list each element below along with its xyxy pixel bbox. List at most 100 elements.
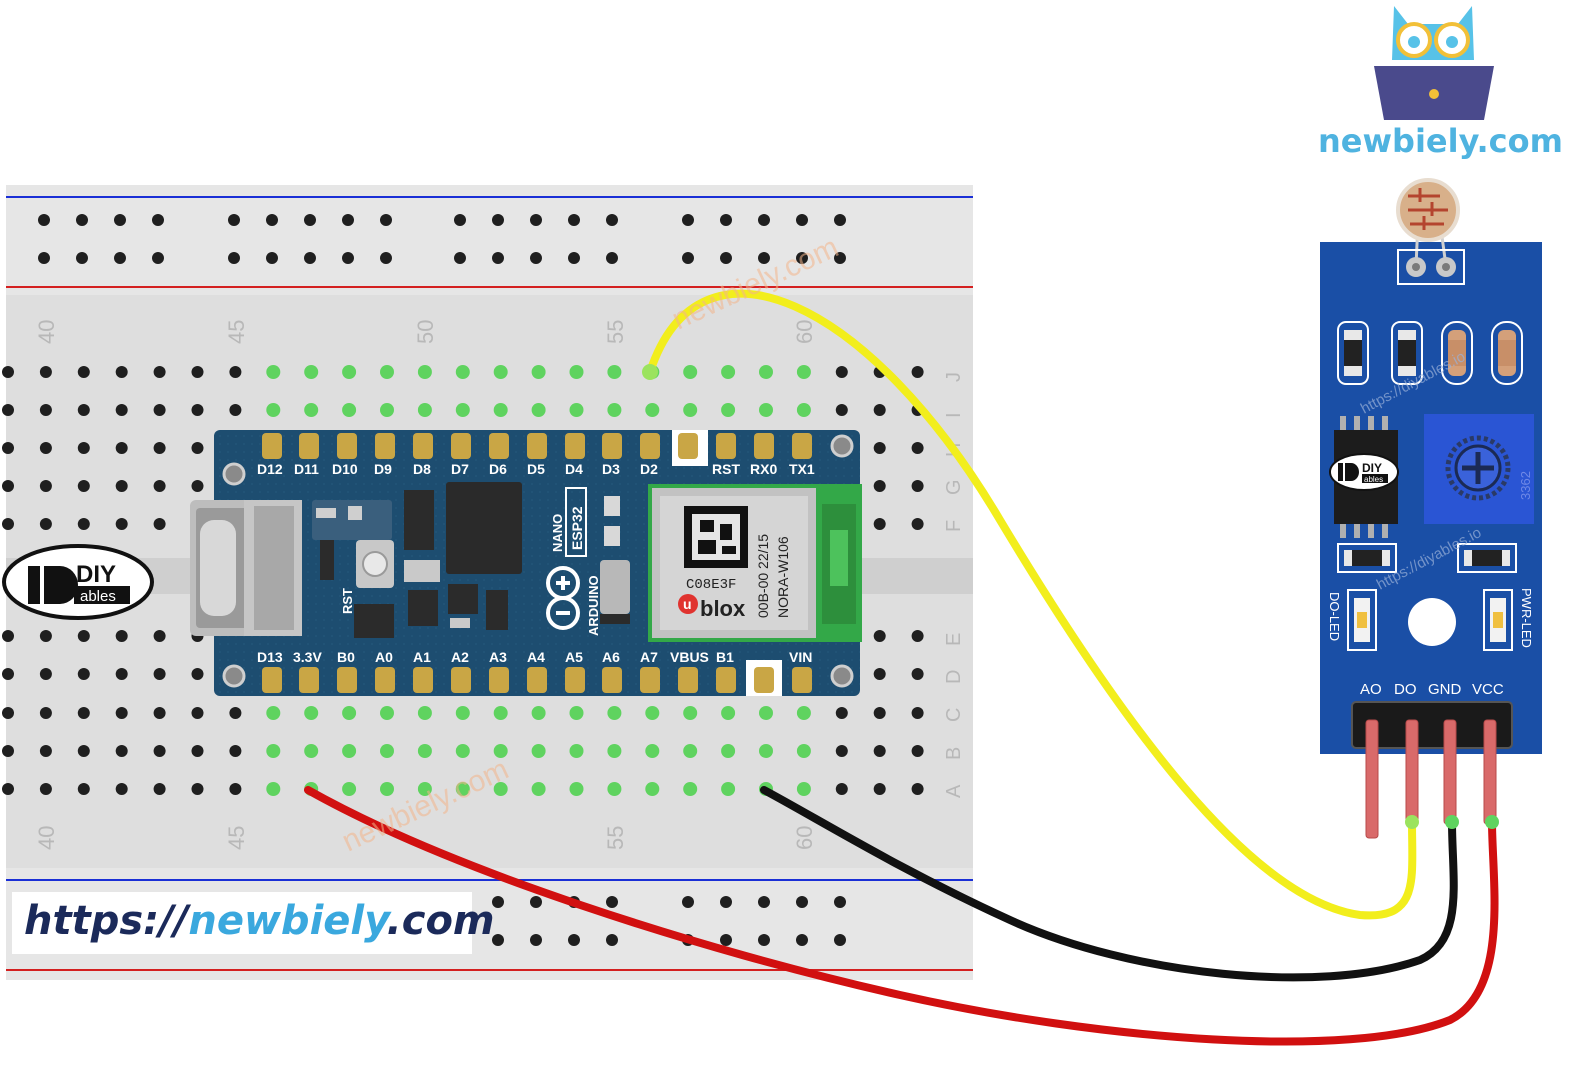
module-code-label: C08E3F	[686, 577, 736, 593]
breadboard-hole	[911, 707, 924, 719]
breadboard-hole	[645, 403, 660, 417]
breadboard-hole	[492, 934, 504, 946]
breadboard-hole	[721, 365, 736, 379]
row-letter-c: C	[943, 708, 965, 722]
arduino-bottom-pins	[262, 667, 812, 693]
breadboard-hole	[796, 214, 808, 226]
nora-w106-module: C08E3F u blox 00B-00 22/15 NORA-W106	[648, 484, 862, 642]
website-url[interactable]: https://newbiely.com	[24, 898, 495, 944]
module-brand-u: u	[683, 596, 692, 612]
arduino-brand-label: ARDUINO	[586, 575, 601, 636]
breadboard-hole	[191, 745, 204, 757]
breadboard-hole	[607, 744, 622, 758]
arduino-top-pins	[262, 433, 812, 459]
pin-label-a4: A4	[527, 649, 545, 665]
website-url-box	[12, 892, 472, 954]
model-nano-label: NANO	[550, 514, 565, 552]
breadboard-hole	[873, 404, 886, 416]
breadboard-hole	[417, 403, 432, 417]
breadboard-hole	[720, 252, 732, 264]
sensor-pin-labels: AO DO GND VCC	[1360, 681, 1504, 698]
breadboard-hole	[530, 252, 542, 264]
pin-label-b0: B0	[337, 649, 355, 665]
pin-label-d5: D5	[527, 461, 545, 477]
pin-label-b1: B1	[716, 649, 734, 665]
breadboard-hole	[39, 668, 52, 680]
breadboard-hole	[76, 214, 88, 226]
row-letter-f: F	[943, 520, 965, 532]
breadboard-hole	[115, 668, 128, 680]
row-letter-i: I	[943, 412, 965, 418]
breadboard-hole	[568, 214, 580, 226]
breadboard-hole	[304, 706, 319, 720]
usb-c-connector	[190, 500, 302, 636]
breadboard-hole	[834, 252, 846, 264]
mounting-hole	[1408, 598, 1456, 646]
pin-label-3v3: 3.3V	[293, 649, 322, 665]
breadboard-hole	[342, 706, 357, 720]
column-number-60: 60	[792, 320, 817, 344]
column-number-55: 55	[603, 320, 628, 344]
breadboard-hole	[153, 404, 166, 416]
pin-label-vin: VIN	[789, 649, 812, 665]
breadboard-hole	[229, 783, 242, 795]
column-number-45: 45	[224, 320, 249, 344]
breadboard-hole	[873, 707, 886, 719]
breadboard-hole	[77, 404, 90, 416]
column-numbers-bottom: 40 45 55 60	[34, 826, 817, 850]
breadboard-hole	[304, 365, 319, 379]
column-number-40: 40	[34, 320, 59, 344]
pin-label-d6: D6	[489, 461, 507, 477]
breadboard-hole	[835, 745, 848, 757]
module-name-label: NORA-W106	[775, 536, 791, 618]
breadboard-hole	[417, 365, 432, 379]
breadboard-hole	[493, 403, 508, 417]
breadboard-hole	[2, 442, 14, 454]
breadboard-hole	[76, 252, 88, 264]
row-letter-a: A	[943, 784, 965, 798]
breadboard-hole	[304, 214, 316, 226]
breadboard-hole	[266, 365, 281, 379]
breadboard-hole	[645, 706, 660, 720]
column-numbers-top: 40 45 50 55 60	[34, 320, 817, 344]
breadboard-hole	[115, 442, 128, 454]
breadboard-hole	[796, 782, 811, 796]
breadboard-hole	[531, 782, 546, 796]
breadboard-hole	[39, 707, 52, 719]
breadboard-hole	[607, 782, 622, 796]
breadboard-hole	[645, 744, 660, 758]
column-number-60-bottom: 60	[792, 826, 817, 850]
breadboard-hole	[342, 252, 354, 264]
breadboard-hole	[645, 782, 660, 796]
breadboard-hole	[873, 745, 886, 757]
breadboard-hole	[606, 896, 618, 908]
breadboard-hole	[153, 518, 166, 530]
breadboard-hole	[77, 707, 90, 719]
row-letter-g: G	[943, 479, 965, 495]
pin-label-a0: A0	[375, 649, 393, 665]
breadboard-hole	[759, 365, 773, 379]
breadboard-hole	[191, 442, 204, 454]
breadboard-hole	[191, 707, 204, 719]
breadboard-hole	[455, 744, 470, 758]
breadboard-hole	[229, 366, 242, 378]
breadboard-hole	[266, 744, 281, 758]
model-esp32-label: ESP32	[569, 506, 585, 550]
breadboard-hole	[569, 365, 584, 379]
pin-label-d4: D4	[565, 461, 583, 477]
breadboard-hole	[530, 896, 542, 908]
breadboard-hole	[39, 518, 52, 530]
breadboard-hole	[455, 403, 470, 417]
pin-label-vbus: VBUS	[670, 649, 709, 665]
breadboard-hole	[39, 630, 52, 642]
breadboard-hole	[115, 518, 128, 530]
breadboard-hole	[607, 403, 622, 417]
breadboard-hole	[759, 744, 773, 758]
breadboard-hole	[115, 783, 128, 795]
pin-label-d7: D7	[451, 461, 469, 477]
breadboard-hole	[77, 480, 90, 492]
breadboard-hole	[380, 214, 392, 226]
breadboard-hole	[873, 630, 886, 642]
breadboard-hole	[455, 365, 470, 379]
pin-label-d13: D13	[257, 649, 283, 665]
